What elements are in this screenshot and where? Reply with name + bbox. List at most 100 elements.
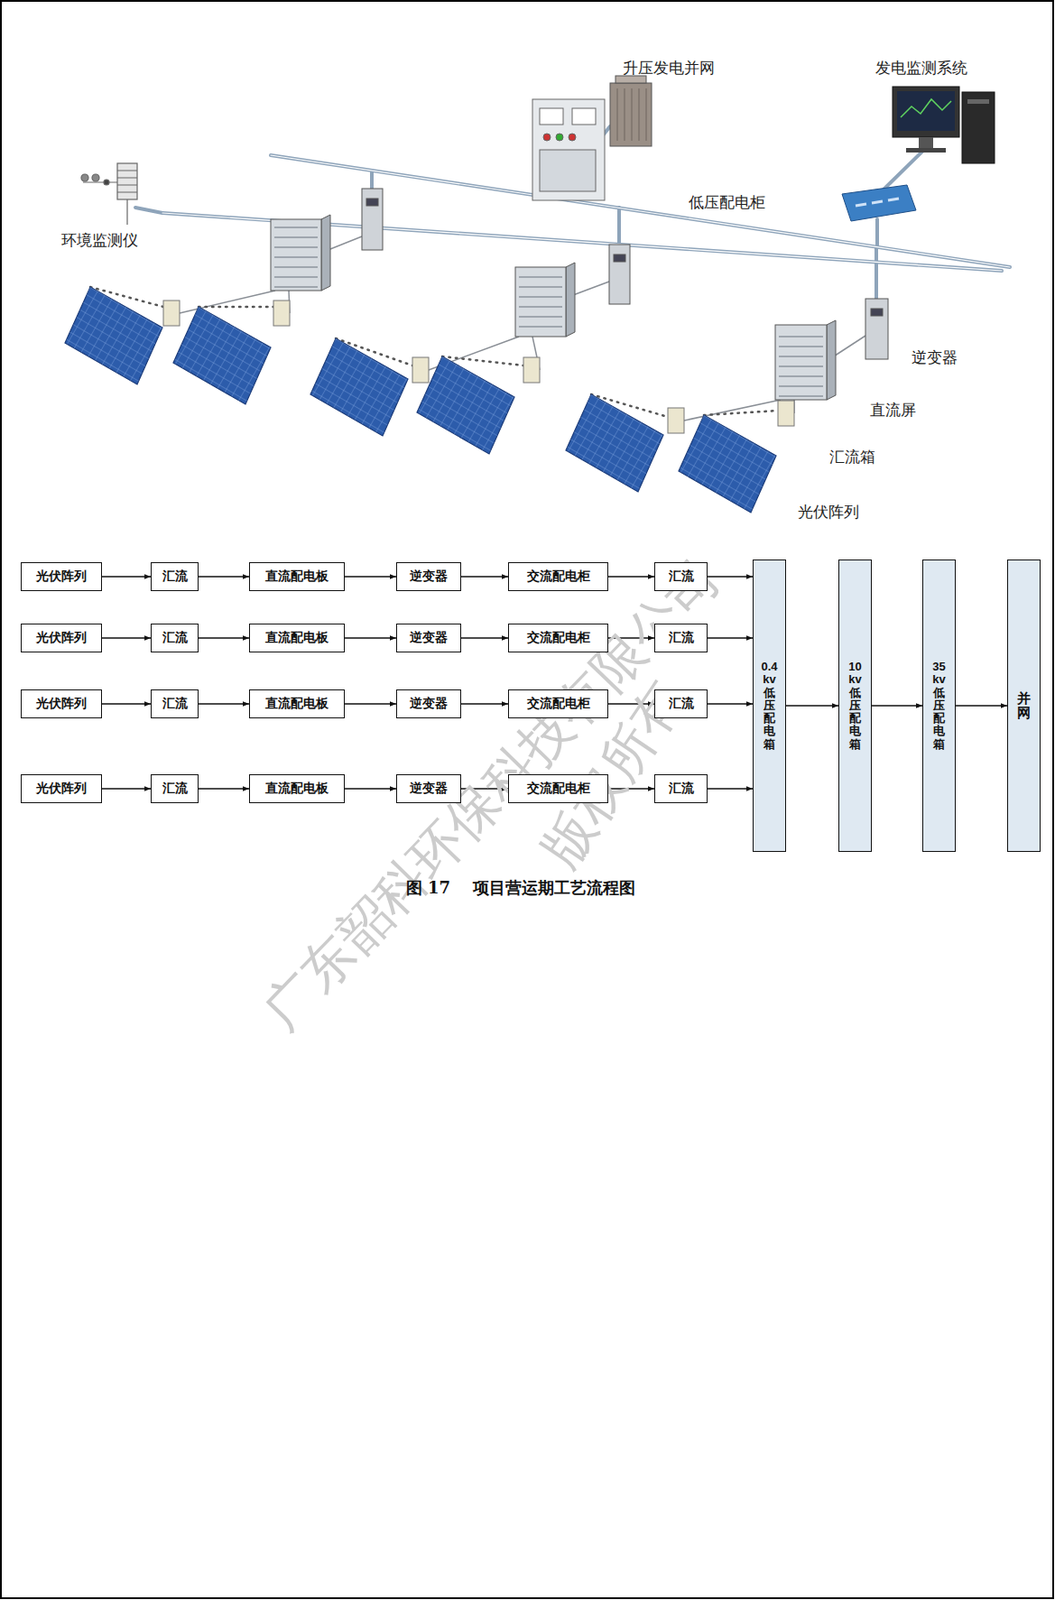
flow-arrow [461,637,509,639]
box-text: 汇流 [162,695,188,713]
box-text: 直流配电板 [265,568,329,585]
pv-panel [310,338,408,436]
monitoring-computer [967,99,990,104]
box-text: 汇流 [668,695,695,713]
string-wire [198,305,274,309]
combiner-box [523,357,540,383]
dc-cabinet [826,320,836,400]
box-text: 0.4kv低压配电箱 [760,660,779,751]
combiner-box [667,407,685,434]
box-text: 交流配电柜 [527,629,591,647]
wire [684,399,781,421]
weather-station [81,163,138,225]
box-text: 逆变器 [409,780,448,797]
flow-arrow [608,575,655,577]
switchgear [568,133,576,141]
flow-arrow [344,637,397,639]
process-box: 光伏阵列 [20,689,102,719]
process-box: 汇流 [654,774,708,804]
flow-arrow [198,575,250,577]
monitoring-computer [897,91,955,131]
bus-cable [617,207,621,245]
distribution-box: 10kv低压配电箱 [838,559,872,852]
string-wire [703,410,778,416]
pv-panel [416,356,515,454]
inverter [361,188,383,250]
weather-station [103,179,110,186]
part-label: 逆变器 [911,349,958,368]
flow-arrow [344,787,397,789]
part-label: 环境监测仪 [61,231,139,250]
box-text: 交流配电柜 [527,568,591,585]
dc-cabinet [270,219,322,291]
box-text: 汇流 [668,780,695,797]
dc-cabinet [775,324,827,400]
combiner-box [163,300,795,434]
box-text: 汇流 [162,780,188,797]
distribution-box: 并网 [1007,559,1041,852]
process-box: 汇流 [150,562,199,592]
weather-station [92,174,100,182]
inverter [609,244,630,305]
flow-arrow [198,637,250,639]
process-box: 直流配电板 [249,623,345,653]
flow-arrow [707,703,753,704]
box-text: 逆变器 [409,629,448,647]
box-text: 直流配电板 [265,695,329,713]
monitoring-computer [892,86,960,138]
combiner-box [273,300,290,326]
process-box: 光伏阵列 [20,623,102,653]
figure-caption: 图 17 项目营运期工艺流程图 [0,877,1042,899]
flow-arrow [198,787,250,789]
process-box: 逆变器 [396,689,462,719]
dc-cabinet [515,267,566,337]
box-text: 逆变器 [409,695,448,713]
dc-cabinet [778,328,824,398]
process-box: 逆变器 [396,774,462,804]
dc-cabinet [270,214,836,400]
box-text: 汇流 [162,629,188,647]
monitoring-computer [962,92,995,164]
part-label: 低压配电柜 [688,194,766,213]
process-box: 汇流 [150,623,199,653]
flow-arrow [707,787,753,789]
switchgear [532,99,605,201]
inverter [361,188,889,360]
combiner-box [777,400,795,426]
box-text: 光伏阵列 [36,780,87,797]
flow-arrow [344,703,397,704]
weather-station [117,170,138,193]
process-box: 直流配电板 [249,689,345,719]
bus-cable [135,207,163,213]
process-box: 直流配电板 [249,562,345,592]
wire [179,290,276,314]
box-text: 10kv低压配电箱 [846,660,865,751]
inverter [865,298,889,360]
pv-panel [64,286,777,513]
inverter [613,254,626,262]
monitoring-computer [892,86,995,164]
weather-station [81,174,89,182]
pv-panel [173,306,271,405]
combiner-box [412,357,429,383]
process-box: 逆变器 [396,623,462,653]
data-logger [842,185,917,222]
switchgear [539,108,564,125]
flow-arrow [461,703,509,704]
dc-cabinet [518,270,563,334]
part-label: 汇流箱 [829,448,876,467]
transformer [617,88,647,141]
part-label: 光伏阵列 [797,503,860,522]
switchgear [572,108,596,125]
bus-cable [270,155,1010,268]
distribution-box: 35kv低压配电箱 [922,559,956,852]
box-text: 直流配电板 [265,780,329,797]
box-text: 光伏阵列 [36,695,87,713]
transformer [610,75,652,147]
weather-station [117,163,138,200]
box-text: 35kv低压配电箱 [930,660,949,751]
flow-arrow [707,637,753,639]
box-text: 汇流 [668,629,695,647]
flow-arrow [101,787,151,789]
